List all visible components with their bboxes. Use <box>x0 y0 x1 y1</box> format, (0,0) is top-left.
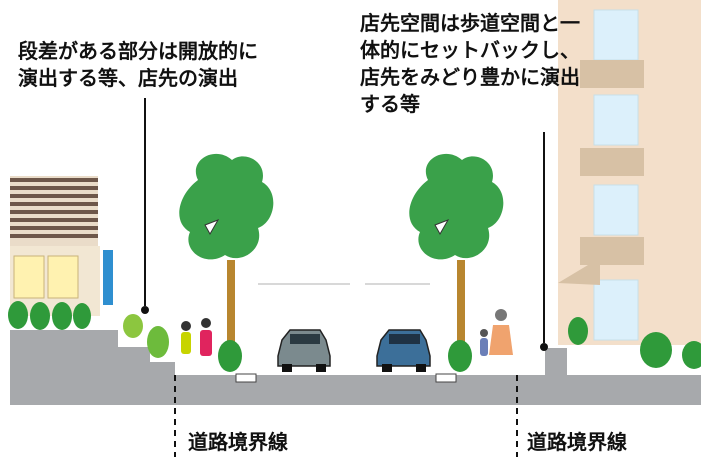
shrubs-left <box>8 301 169 358</box>
tree-left <box>179 153 274 372</box>
annotation-right: 店先空間は歩道空間と一 体的にセットバックし、 店先をみどり豊かに演出 する等 <box>360 11 580 116</box>
boundary-label-right: 道路境界線 <box>527 430 627 454</box>
right-building <box>558 0 701 375</box>
annotation-left: 段差がある部分は開放的に 演出する等、店先の演出 <box>18 39 258 90</box>
car-right <box>376 329 431 372</box>
left-building <box>10 176 113 316</box>
pedestrians-left <box>181 318 212 356</box>
tree-right <box>409 153 504 372</box>
boundary-label-left: 道路境界線 <box>188 430 288 454</box>
pedestrians-right <box>480 309 513 356</box>
car-left <box>277 329 331 372</box>
shrubs-right <box>568 317 701 369</box>
ground-section <box>10 330 701 405</box>
